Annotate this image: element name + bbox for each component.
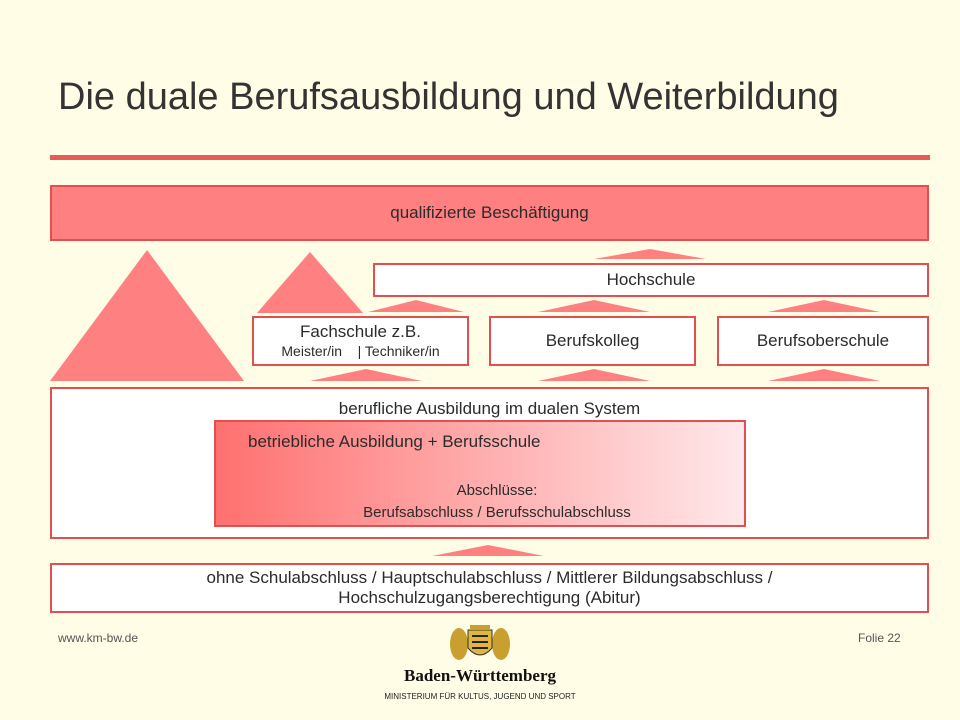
dual-training-qualifications: Berufsabschluss / Berufsschulabschluss — [363, 504, 631, 521]
box-school-leaving-certificates: ohne Schulabschluss / Hauptschulabschlus… — [50, 563, 929, 613]
box-berufskolleg-label: Berufskolleg — [545, 331, 640, 350]
arrow-up-to-top — [594, 249, 706, 259]
arrow-fachschule-up — [368, 300, 464, 312]
box-qualified-employment-label: qualifizierte Beschäftigung — [390, 203, 589, 222]
box-hochschule: Hochschule — [373, 263, 929, 297]
coat-of-arms-icon — [448, 624, 512, 664]
box-fachschule: Fachschule z.B. Meister/in | Techniker/i… — [252, 316, 469, 366]
box-berufsoberschule: Berufsoberschule — [717, 316, 929, 366]
brand-wordmark: Baden-Württemberg — [403, 666, 557, 685]
box-berufskolleg: Berufskolleg — [489, 316, 696, 366]
box-qualified-employment: qualifizierte Beschäftigung — [50, 185, 929, 241]
arrow-berufsoberschule-up — [768, 300, 880, 312]
box-hochschule-label: Hochschule — [606, 270, 696, 289]
arrow-berufskolleg-up — [538, 300, 650, 312]
fachschule-line2: Meister/in | Techniker/in — [281, 342, 440, 359]
arrow-triangle-large — [50, 250, 244, 381]
dual-training-qualifications-label: Abschlüsse: — [456, 482, 538, 499]
certificates-line1: ohne Schulabschluss / Hauptschulabschlus… — [206, 567, 773, 587]
box-berufsoberschule-label: Berufsoberschule — [756, 331, 890, 350]
footer-slide-number: Folie 22 — [858, 631, 901, 645]
dual-training-title: betriebliche Ausbildung + Berufsschule — [248, 432, 541, 451]
fachschule-line1: Fachschule z.B. — [300, 322, 421, 342]
arrow-to-fachschule — [310, 369, 422, 381]
box-dual-training: betriebliche Ausbildung + Berufsschule A… — [214, 420, 746, 527]
arrow-to-dual-system — [432, 545, 544, 556]
dual-system-label: berufliche Ausbildung im dualen System — [338, 399, 641, 418]
footer-url: www.km-bw.de — [58, 631, 139, 645]
arrow-triangle-medium — [257, 252, 363, 313]
title-divider — [50, 155, 930, 160]
ministry-name: MINISTERIUM FÜR KULTUS, JUGEND UND SPORT — [384, 692, 576, 701]
arrow-to-berufskolleg — [538, 369, 650, 381]
slide-title: Die duale Berufsausbildung und Weiterbil… — [58, 76, 839, 118]
arrow-to-berufsoberschule — [768, 369, 880, 381]
certificates-line2: Hochschulzugangsberechtigung (Abitur) — [338, 588, 641, 607]
